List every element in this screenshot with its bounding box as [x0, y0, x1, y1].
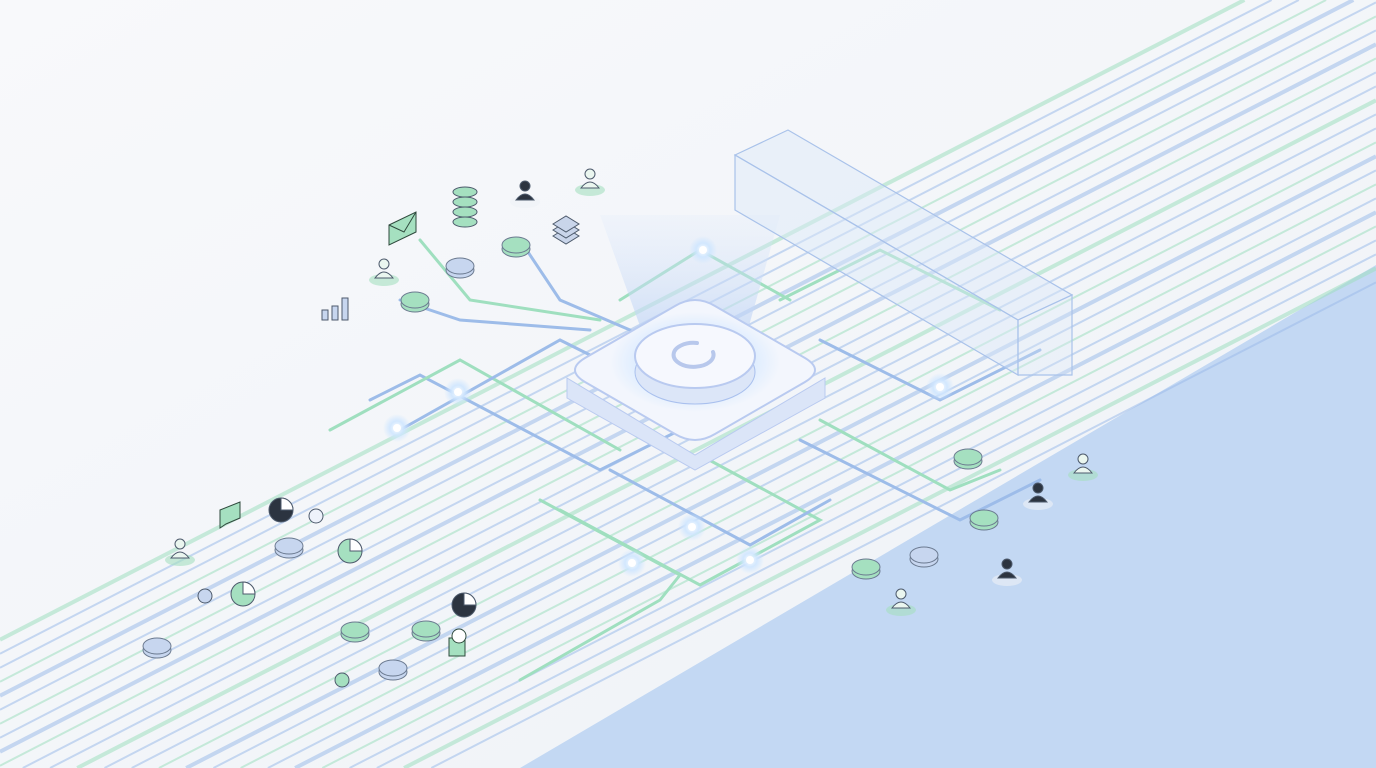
user-icon: [510, 180, 540, 208]
glow-node-core: [936, 383, 944, 391]
coin-icon: [969, 509, 999, 531]
stream-line: [403, 266, 1376, 768]
stream-line: [158, 141, 1376, 768]
bar-chart-icon: [321, 297, 349, 321]
floating-icons: [142, 168, 1098, 688]
central-hub: [566, 298, 826, 471]
glow-node-core: [699, 246, 707, 254]
user-icon: [165, 538, 195, 566]
coin-icon: [909, 546, 939, 568]
stream-line: [267, 197, 1376, 768]
glass-panel: [733, 129, 1074, 377]
coin-icon: [411, 620, 441, 642]
user-icon: [1023, 482, 1053, 510]
pie-chart-icon: [337, 538, 363, 564]
disc-icon: [448, 628, 467, 657]
glow-node-core: [746, 556, 754, 564]
refresh-icon: [671, 340, 716, 369]
stream-line: [294, 210, 1376, 768]
circuit-path: [328, 358, 622, 452]
user-icon: [992, 558, 1022, 586]
coin-icon: [953, 448, 983, 470]
coin-icon: [142, 637, 172, 659]
pie-chart-icon: [268, 497, 294, 523]
coin-icon: [274, 537, 304, 559]
glow-node-core: [688, 523, 696, 531]
database-icon: [452, 186, 478, 228]
user-icon: [886, 588, 916, 616]
dot-icon: [334, 672, 350, 688]
circuit-path: [368, 373, 682, 472]
coin-icon: [378, 659, 408, 681]
glow-node-core: [393, 424, 401, 432]
circuit-path: [798, 438, 1042, 522]
coin-icon: [340, 621, 370, 643]
hub-puck: [634, 323, 756, 389]
glow-node-core: [454, 388, 462, 396]
stream-line: [430, 281, 1376, 768]
coin-icon: [501, 236, 531, 258]
stack-icon: [552, 215, 580, 245]
stream-line: [0, 0, 1246, 642]
circuit-path: [518, 238, 632, 332]
light-beam: [600, 215, 780, 340]
stream-line: [376, 253, 1376, 768]
stream-line: [240, 183, 1376, 768]
envelope-icon: [388, 211, 417, 246]
circuit-path: [418, 238, 602, 322]
dot-icon: [197, 588, 213, 604]
circuit-path: [778, 248, 1002, 312]
circuit-path: [818, 418, 1002, 492]
stream-line: [76, 98, 1376, 768]
pie-chart-icon: [451, 592, 477, 618]
stream-line: [321, 225, 1376, 768]
background-lower-plane: [520, 265, 1376, 768]
glow-nodes: [383, 236, 954, 577]
dot-icon: [308, 508, 324, 524]
glow-node-core: [628, 559, 636, 567]
user-icon: [1068, 453, 1098, 481]
chat-icon: [219, 501, 241, 529]
circuit-path: [608, 468, 832, 547]
hub-side: [566, 377, 826, 471]
coin-icon: [851, 558, 881, 580]
user-icon: [369, 258, 399, 286]
coin-icon: [400, 291, 430, 313]
stream-line: [131, 127, 1376, 768]
pie-chart-icon: [230, 581, 256, 607]
circuit-path: [518, 498, 683, 682]
user-icon: [575, 168, 605, 196]
coin-icon: [445, 257, 475, 279]
